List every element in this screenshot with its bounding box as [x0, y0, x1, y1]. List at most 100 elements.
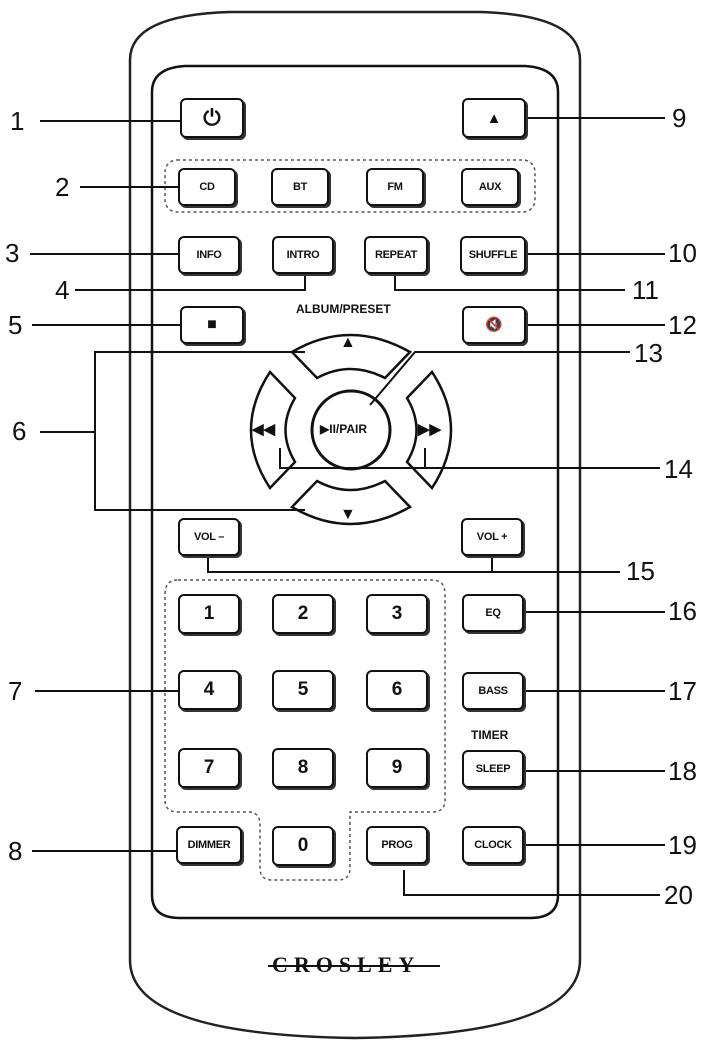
- callout-11: 11: [632, 275, 659, 305]
- digit-6-button[interactable]: 6: [366, 670, 428, 710]
- stop-icon: ■: [207, 316, 217, 333]
- callout-5: 5: [8, 310, 23, 340]
- eject-button[interactable]: ▲: [462, 98, 526, 138]
- down-arrow-icon: ▼: [340, 506, 356, 523]
- digit-0-button[interactable]: 0: [272, 826, 334, 866]
- intro-button[interactable]: INTRO: [272, 236, 334, 274]
- digit-8-button[interactable]: 8: [272, 748, 334, 788]
- info-label: INFO: [196, 249, 222, 261]
- info-button[interactable]: INFO: [178, 236, 240, 274]
- callout-2: 2: [55, 172, 70, 202]
- callout-15: 15: [626, 556, 655, 586]
- aux-button[interactable]: AUX: [461, 168, 519, 206]
- callout-4: 4: [55, 275, 70, 305]
- digit-label: 7: [203, 757, 215, 778]
- callout-10: 10: [668, 238, 697, 268]
- digit-5-button[interactable]: 5: [272, 670, 334, 710]
- digit-2-button[interactable]: 2: [272, 594, 334, 634]
- eq-label: EQ: [485, 607, 501, 619]
- callout-20: 20: [664, 880, 693, 910]
- callout-18: 18: [668, 756, 697, 786]
- dpad: [249, 333, 453, 526]
- digit-label: 8: [297, 757, 309, 778]
- sleep-button[interactable]: SLEEP: [462, 750, 524, 788]
- prog-button[interactable]: PROG: [366, 826, 428, 864]
- digit-label: 3: [391, 603, 403, 624]
- power-icon: ⏻: [203, 105, 221, 130]
- dimmer-button[interactable]: DIMMER: [176, 826, 242, 864]
- mute-button[interactable]: 🔇: [462, 306, 526, 344]
- intro-label: INTRO: [286, 249, 320, 261]
- digit-4-button[interactable]: 4: [178, 670, 240, 710]
- stop-button[interactable]: ■: [180, 306, 244, 344]
- callout-7: 7: [8, 676, 23, 706]
- fm-button[interactable]: FM: [366, 168, 424, 206]
- fm-label: FM: [387, 181, 403, 193]
- callout-14: 14: [664, 454, 693, 484]
- digit-label: 1: [203, 603, 215, 624]
- dimmer-label: DIMMER: [187, 839, 231, 851]
- bt-button[interactable]: BT: [271, 168, 329, 206]
- dpad-down-segment: [289, 479, 413, 526]
- next-track-button[interactable]: ▶▶: [418, 420, 441, 438]
- callout-16: 16: [668, 596, 697, 626]
- digit-label: 0: [297, 835, 309, 856]
- previous-track-button[interactable]: ◀◀: [252, 420, 275, 438]
- digit-7-button[interactable]: 7: [178, 748, 240, 788]
- digit-label: 5: [297, 679, 309, 700]
- callout-13: 13: [634, 338, 663, 368]
- volume-up-button[interactable]: VOL +: [461, 518, 523, 556]
- dpad-right-segment: [405, 370, 453, 490]
- cd-button[interactable]: CD: [178, 168, 236, 206]
- repeat-button[interactable]: REPEAT: [364, 236, 428, 274]
- bass-button[interactable]: BASS: [462, 672, 524, 710]
- sleep-label: SLEEP: [475, 763, 511, 775]
- eq-button[interactable]: EQ: [462, 594, 524, 632]
- dpad-left-segment: [249, 370, 297, 490]
- mute-icon: 🔇: [485, 317, 503, 333]
- brand-logo: CROSLEY: [272, 952, 421, 977]
- callout-8: 8: [8, 836, 23, 866]
- callout-19: 19: [668, 830, 697, 860]
- callout-17: 17: [668, 676, 697, 706]
- callout-3: 3: [5, 238, 20, 268]
- prog-label: PROG: [381, 839, 413, 851]
- bass-label: BASS: [478, 685, 508, 697]
- skip-back-icon: ◀◀: [252, 421, 276, 438]
- digit-label: 9: [391, 757, 403, 778]
- up-arrow-icon: ▲: [340, 334, 356, 351]
- shuffle-label: SHUFFLE: [468, 249, 518, 261]
- cd-label: CD: [199, 181, 215, 193]
- dpad-up-segment: [289, 333, 413, 380]
- volume-down-button[interactable]: VOL –: [178, 518, 240, 556]
- skip-forward-icon: ▶▶: [418, 421, 442, 438]
- digit-9-button[interactable]: 9: [366, 748, 428, 788]
- vol-plus-label: VOL +: [476, 531, 508, 543]
- digit-3-button[interactable]: 3: [366, 594, 428, 634]
- digit-label: 6: [391, 679, 403, 700]
- timer-caption: TIMER: [471, 728, 509, 742]
- album-up-button[interactable]: ▲: [340, 334, 356, 352]
- digit-label: 2: [297, 603, 309, 624]
- bt-label: BT: [292, 181, 308, 193]
- eject-icon: ▲: [486, 109, 502, 127]
- callout-9: 9: [672, 103, 687, 133]
- digit-1-button[interactable]: 1: [178, 594, 240, 634]
- callout-6: 6: [12, 416, 27, 446]
- callout-lines: [30, 117, 665, 896]
- clock-label: CLOCK: [474, 839, 512, 851]
- power-button[interactable]: ⏻: [180, 98, 244, 138]
- album-down-button[interactable]: ▼: [340, 506, 356, 524]
- callout-1: 1: [10, 106, 25, 136]
- numeric-group-outline: [164, 579, 446, 881]
- source-group-outline: [164, 159, 536, 213]
- play-pause-pair-button[interactable]: ▶II/PAIR: [320, 422, 367, 436]
- clock-button[interactable]: CLOCK: [462, 826, 524, 864]
- aux-label: AUX: [478, 181, 502, 193]
- album-preset-caption: ALBUM/PRESET: [296, 302, 391, 316]
- vol-minus-label: VOL –: [193, 531, 225, 543]
- play-pair-label: ▶II/PAIR: [320, 422, 368, 436]
- digit-label: 4: [203, 679, 215, 700]
- shuffle-button[interactable]: SHUFFLE: [460, 236, 526, 274]
